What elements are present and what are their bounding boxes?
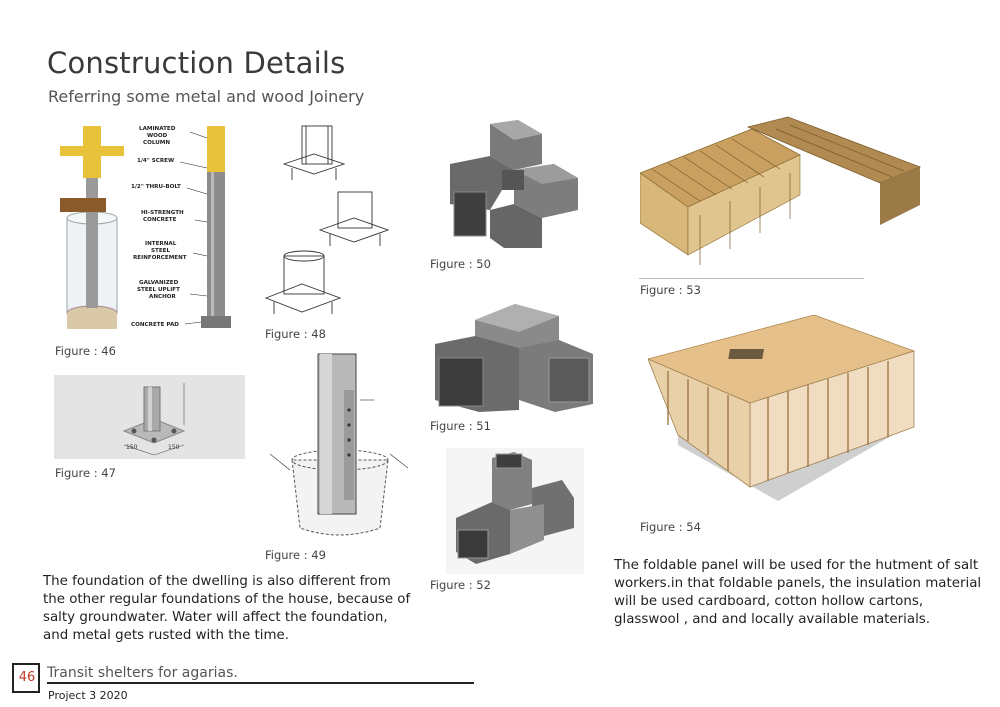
figure-53-caption: Figure : 53 [640,283,701,297]
figure-50-caption: Figure : 50 [430,257,491,271]
figure-49-image [270,350,410,542]
figure-53-image [640,115,922,277]
fig46-label-14: CONCRETE PAD [131,322,179,328]
figure-52-caption: Figure : 52 [430,578,491,592]
fig47-dim-2: 150 [168,444,180,451]
fig46-label-2: WOOD [147,133,168,139]
fig46-label-13: ANCHOR [149,294,177,300]
figure-51-caption: Figure : 51 [430,419,491,433]
page-title: Construction Details [47,46,346,80]
figure-54-image [648,315,916,505]
figure-54-caption: Figure : 54 [640,520,701,534]
fig46-label-5: 1/2" THRU-BOLT [131,184,181,190]
fig46-label-8: INTERNAL [145,241,177,247]
figure-52-image [446,448,584,574]
page-subtitle: Referring some metal and wood Joinery [48,87,365,106]
fig46-label-1: LAMINATED [139,126,176,132]
fig46-label-3: COLUMN [143,140,170,146]
figure-46-caption: Figure : 46 [55,344,116,358]
page-number: 46 [18,670,36,685]
fig46-label-4: 1/4" SCREW [137,158,174,164]
fig46-label-6: HI-STRENGTH [141,210,184,216]
fig46-label-9: STEEL [151,248,170,254]
figure-53-divider [639,278,864,279]
figure-47-image: 150 150 [54,375,245,459]
fig46-label-7: CONCRETE [143,217,177,223]
fig46-label-10: REINFORCEMENT [133,255,187,261]
figure-48-caption: Figure : 48 [265,327,326,341]
figure-49-caption: Figure : 49 [265,548,326,562]
fig46-label-12: STEEL UPLIFT [137,287,180,293]
footer-title: Transit shelters for agarias. [47,665,238,681]
fig46-label-11: GALVANIZED [139,280,179,286]
foundation-paragraph: The foundation of the dwelling is also d… [43,574,411,643]
fig47-dim-1: 150 [126,444,138,451]
figure-46-image: LAMINATED WOOD COLUMN 1/4" SCREW 1/2" TH… [55,118,245,338]
figure-50-image [450,120,580,248]
figure-48-image [262,118,412,328]
figure-47-caption: Figure : 47 [55,466,116,480]
panel-paragraph: The foldable panel will be used for the … [614,558,982,627]
footer-project: Project 3 2020 [48,689,128,702]
figure-51-image [435,300,595,415]
page-number-box [12,663,40,693]
footer-rule [47,682,474,684]
